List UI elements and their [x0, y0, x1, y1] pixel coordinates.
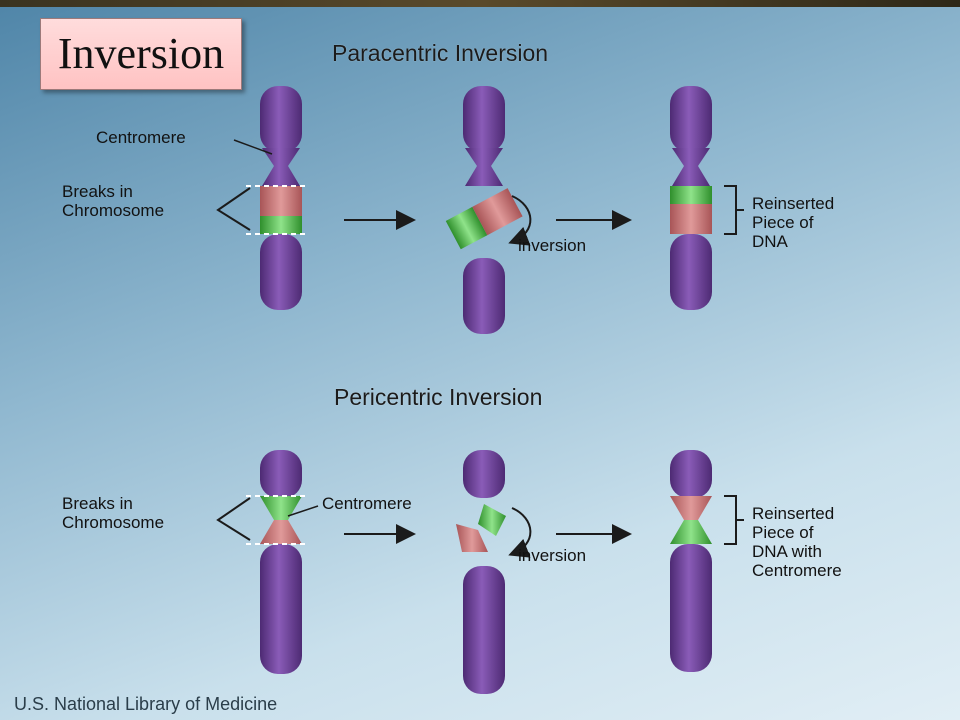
paracentric-inversion-label: inversion: [518, 236, 587, 255]
paracentric-reinserted-label: Reinserted Piece of DNA: [752, 194, 835, 251]
top-border: [0, 0, 960, 7]
pericentric-chromosome-original: [246, 450, 306, 674]
pericentric-chromosome-result: [670, 450, 744, 672]
page-title: Inversion: [57, 29, 225, 78]
title-box: Inversion: [40, 18, 242, 90]
pericentric-centromere-label: Centromere: [322, 494, 412, 513]
paracentric-breaks-label: Breaks in Chromosome: [62, 182, 165, 220]
pericentric-breaks-label: Breaks in Chromosome: [62, 494, 165, 532]
pericentric-reinserted-label: Reinserted Piece of DNA with Centromere: [752, 504, 842, 580]
pericentric-title: Pericentric Inversion: [334, 384, 543, 410]
paracentric-centromere-label: Centromere: [96, 128, 186, 147]
pericentric-inversion-label: inversion: [518, 546, 587, 565]
paracentric-chromosome-breaking: [445, 86, 532, 334]
paracentric-chromosome-result: [670, 86, 744, 310]
paracentric-title: Paracentric Inversion: [332, 40, 549, 66]
source-credit: U.S. National Library of Medicine: [14, 694, 278, 714]
paracentric-chromosome-original: [246, 86, 306, 310]
pericentric-chromosome-breaking: [456, 450, 532, 694]
